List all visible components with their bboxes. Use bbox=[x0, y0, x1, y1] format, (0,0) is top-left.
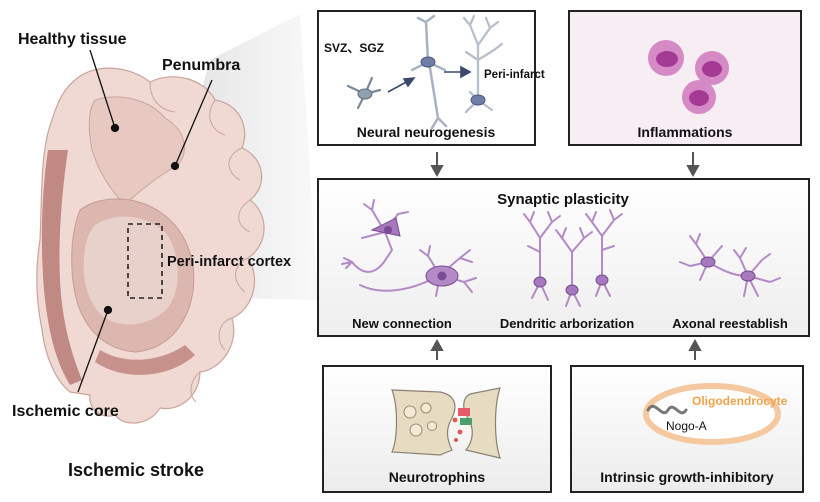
panel-intrinsic: Oligodendrocyte Nogo-A Intrinsic growth-… bbox=[570, 365, 804, 493]
panel-neurotrophins: Neurotrophins bbox=[322, 365, 552, 493]
label-peri-infarct-cortex: Peri-infarct cortex bbox=[167, 254, 291, 270]
panel-inflammations-title: Inflammations bbox=[638, 124, 733, 140]
pointer-penumbra bbox=[174, 79, 213, 167]
brain-gyrus-lines bbox=[149, 81, 251, 403]
panel-neurogenesis: SVZ、SGZ Peri-infarct Neural neurogenesis bbox=[317, 10, 545, 146]
dendritic-soma-1 bbox=[533, 276, 547, 288]
inflammatory-cell-2-nucleus bbox=[702, 61, 722, 77]
inflammatory-cell-3-nucleus bbox=[689, 90, 709, 106]
postsynaptic-terminal bbox=[463, 387, 501, 459]
presynaptic-terminal bbox=[391, 389, 456, 456]
axonal-soma-1 bbox=[700, 256, 716, 268]
arrows-up bbox=[430, 338, 702, 360]
inflammatory-cell-1-nucleus bbox=[656, 51, 678, 67]
pointer-dot-core bbox=[103, 305, 113, 315]
new-connection-nucleus-1 bbox=[384, 226, 392, 234]
stem-cell-illustration bbox=[346, 76, 382, 110]
brain-cortex-dark bbox=[41, 150, 82, 385]
panel-inflammations-frame bbox=[568, 10, 802, 146]
panel-synaptic: Synaptic plasticity New connection Dendr… bbox=[317, 178, 810, 337]
panel-intrinsic-title: Intrinsic growth-inhibitory bbox=[600, 469, 774, 485]
axonal-soma-2 bbox=[740, 270, 756, 282]
neurotrophin-particles bbox=[452, 408, 472, 442]
label-oligodendrocyte: Oligodendrocyte bbox=[692, 394, 788, 408]
pointer-dot-penumbra bbox=[170, 161, 180, 171]
label-peri-infarct: Peri-infarct bbox=[484, 69, 545, 81]
arrows-down bbox=[430, 152, 700, 178]
new-connection-nucleus-2 bbox=[437, 271, 447, 281]
brain-core-highlight bbox=[83, 216, 178, 325]
migrating-neuron-body bbox=[420, 56, 436, 68]
stem-cell-body bbox=[357, 88, 373, 100]
neurogenesis-arrows bbox=[387, 65, 472, 93]
panel-neurogenesis-title: Neural neurogenesis bbox=[357, 124, 496, 140]
inflammatory-cells bbox=[648, 40, 729, 114]
panel-inflammations: Inflammations bbox=[568, 10, 802, 146]
panel-synaptic-title: Synaptic plasticity bbox=[497, 191, 629, 208]
label-penumbra: Penumbra bbox=[162, 57, 240, 74]
label-axonal-reestablish: Axonal reestablish bbox=[672, 316, 788, 331]
label-ischemic-core: Ischemic core bbox=[12, 403, 119, 420]
panel-neurotrophins-title: Neurotrophins bbox=[389, 469, 486, 485]
pointer-healthy-tissue bbox=[89, 49, 116, 129]
nogo-a-protein bbox=[646, 404, 688, 415]
brain-section bbox=[36, 67, 265, 424]
dendritic-soma-3 bbox=[595, 274, 609, 286]
pointer-ischemic-core bbox=[77, 309, 109, 393]
panel-neurotrophins-frame bbox=[322, 365, 552, 493]
label-nogo-a: Nogo-A bbox=[666, 419, 707, 433]
dendritic-soma-2 bbox=[565, 284, 579, 296]
migrating-neuron-illustration bbox=[410, 14, 448, 130]
oligodendrocyte-membrane bbox=[643, 383, 781, 445]
dendritic-arborization-illustration bbox=[523, 209, 623, 307]
mature-neuron-illustration bbox=[462, 14, 504, 114]
panel-synaptic-frame bbox=[317, 178, 810, 337]
synaptic-vesicles bbox=[403, 402, 437, 437]
label-ischemic-stroke: Ischemic stroke bbox=[68, 460, 204, 480]
label-healthy-tissue: Healthy tissue bbox=[18, 31, 127, 48]
label-svz-sgz: SVZ、SGZ bbox=[324, 41, 384, 55]
label-new-connection: New connection bbox=[352, 316, 452, 331]
brain-fold-lower bbox=[95, 345, 195, 375]
mature-neuron-body bbox=[470, 94, 486, 106]
axonal-reestablish-illustration bbox=[679, 233, 781, 297]
label-dendritic-arborization: Dendritic arborization bbox=[500, 316, 634, 331]
brain-pointers bbox=[77, 49, 213, 393]
pointer-dot-healthy bbox=[110, 123, 120, 133]
